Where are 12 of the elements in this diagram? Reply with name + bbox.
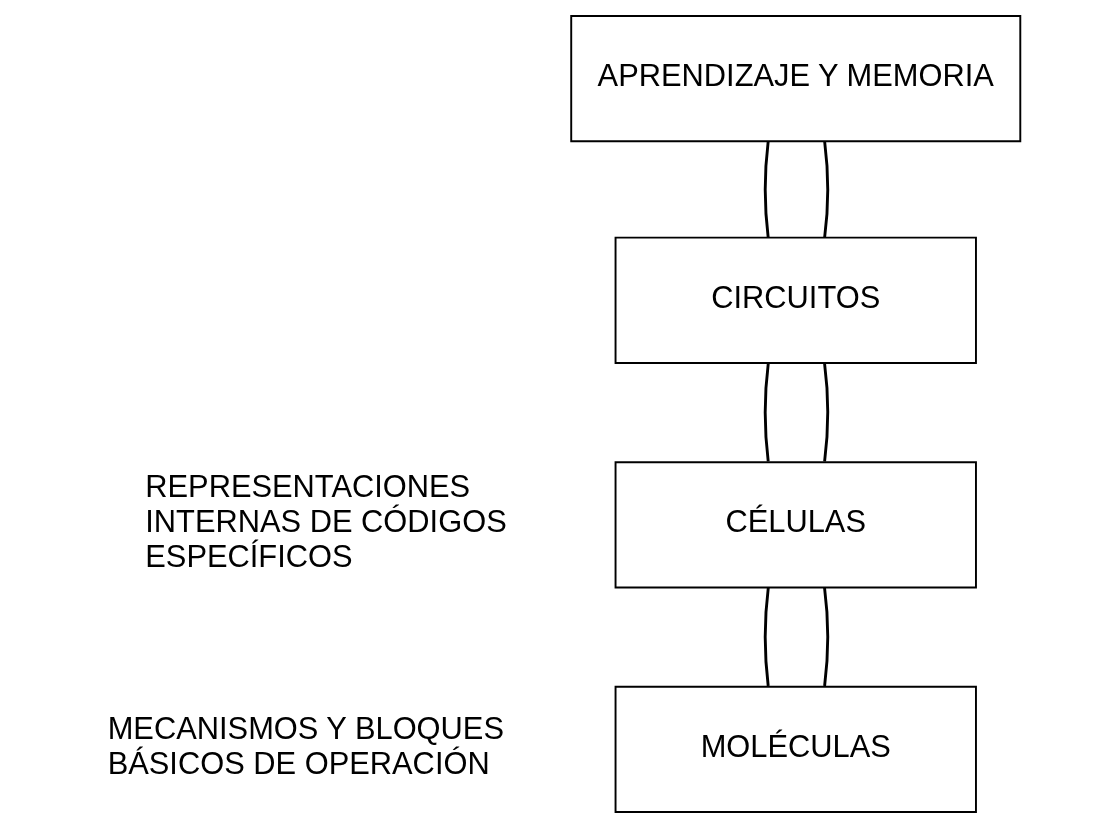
node-box: APRENDIZAJE Y MEMORIA (570, 15, 1022, 143)
node-box: CÉLULAS (614, 461, 977, 589)
connector (823, 362, 829, 462)
connector (763, 587, 770, 687)
connector (763, 362, 770, 462)
label: REPRESENTACIONES INTERNAS DE CÓDIGOS ESPECÍFICOS (145, 469, 507, 574)
node-box: CIRCUITOS (614, 236, 977, 364)
connector (823, 141, 829, 238)
node-box: MOLÉCULAS (614, 685, 977, 813)
label: MECANISMOS Y BLOQUES BÁSICOS DE OPERACIÓN (107, 711, 504, 782)
connector (823, 587, 829, 687)
connector (763, 141, 770, 238)
